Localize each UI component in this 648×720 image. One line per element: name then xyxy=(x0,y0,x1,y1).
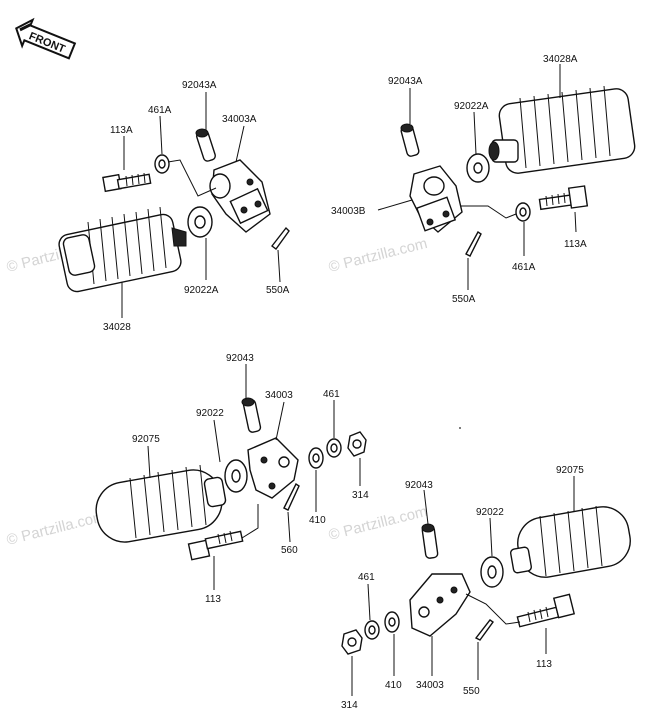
label-410: 410 xyxy=(309,515,326,526)
cotter-pin-550A-b xyxy=(465,230,482,257)
label-550A: 550A xyxy=(266,285,290,296)
bracket-34003-b xyxy=(409,573,471,637)
label-92022: 92022 xyxy=(196,408,224,419)
footpeg-rubber-92075 xyxy=(95,464,227,543)
cotter-pin-550A xyxy=(271,226,290,250)
watermark: © Partzilla.com xyxy=(327,235,429,276)
footpeg-rubber-34028A xyxy=(488,85,636,174)
cotter-pin-550 xyxy=(474,619,494,641)
registration-dot xyxy=(459,427,461,429)
label-113: 113 xyxy=(205,594,221,605)
label-461A: 461A xyxy=(148,105,172,116)
bolt-113 xyxy=(187,530,244,561)
front-arrow-icon: FRONT xyxy=(15,17,77,60)
label-550A-b: 550A xyxy=(452,294,476,305)
bolt-113A-b xyxy=(538,185,589,211)
label-92022-b: 92022 xyxy=(476,507,504,518)
label-92075: 92075 xyxy=(132,434,160,445)
assembly-b: 92043A 34028A 92022A 34003B 113A 461A 55… xyxy=(331,54,636,305)
assembly-a: 92043A 461A 34003A 113A 92022A 550A 3402… xyxy=(58,80,290,333)
assembly-c: 92043 92022 34003 461 92075 314 410 560 … xyxy=(95,353,369,605)
label-92075-b: 92075 xyxy=(556,465,584,476)
label-92043: 92043 xyxy=(226,353,254,364)
label-410-b: 410 xyxy=(385,680,402,691)
label-113A-b: 113A xyxy=(564,239,587,250)
label-314: 314 xyxy=(352,490,369,501)
label-92022A: 92022A xyxy=(184,285,219,296)
label-560: 560 xyxy=(281,545,298,556)
pin-92043-b xyxy=(421,523,439,559)
label-34003: 34003 xyxy=(265,390,293,401)
bracket-34003A xyxy=(209,159,271,233)
bracket-34003B xyxy=(409,165,463,233)
label-34003-b: 34003 xyxy=(416,680,444,691)
label-34028: 34028 xyxy=(103,322,131,333)
label-461A-b: 461A xyxy=(512,262,536,273)
label-314-b: 314 xyxy=(341,700,358,711)
label-550-b: 550 xyxy=(463,686,480,697)
watermark: © Partzilla.com xyxy=(327,503,429,544)
label-92022A-b: 92022A xyxy=(454,101,489,112)
assembly-d: 92043 92022 92075 461 113 314 410 34003 … xyxy=(341,465,631,711)
label-113-b: 113 xyxy=(536,659,552,670)
bracket-34003 xyxy=(247,437,299,499)
label-92043A-b: 92043A xyxy=(388,76,423,87)
watermark: © Partzilla.com xyxy=(5,508,107,549)
footpeg-rubber-34028 xyxy=(58,206,187,293)
bolt-113-b xyxy=(516,593,576,628)
label-461: 461 xyxy=(323,389,340,400)
label-34003A: 34003A xyxy=(222,114,257,125)
label-92043-b: 92043 xyxy=(405,480,433,491)
pin-92043 xyxy=(241,397,262,433)
pin-92043A-b xyxy=(400,123,420,157)
pin-92043A xyxy=(195,128,217,162)
bolt-113A xyxy=(102,172,152,193)
label-34028A: 34028A xyxy=(543,54,578,65)
footpeg-rubber-92075-b xyxy=(509,505,631,578)
label-461-b: 461 xyxy=(358,572,375,583)
label-34003B: 34003B xyxy=(331,206,366,217)
label-92043A: 92043A xyxy=(182,80,217,91)
label-113A: 113A xyxy=(110,125,133,136)
cotter-pin-560 xyxy=(283,482,300,511)
